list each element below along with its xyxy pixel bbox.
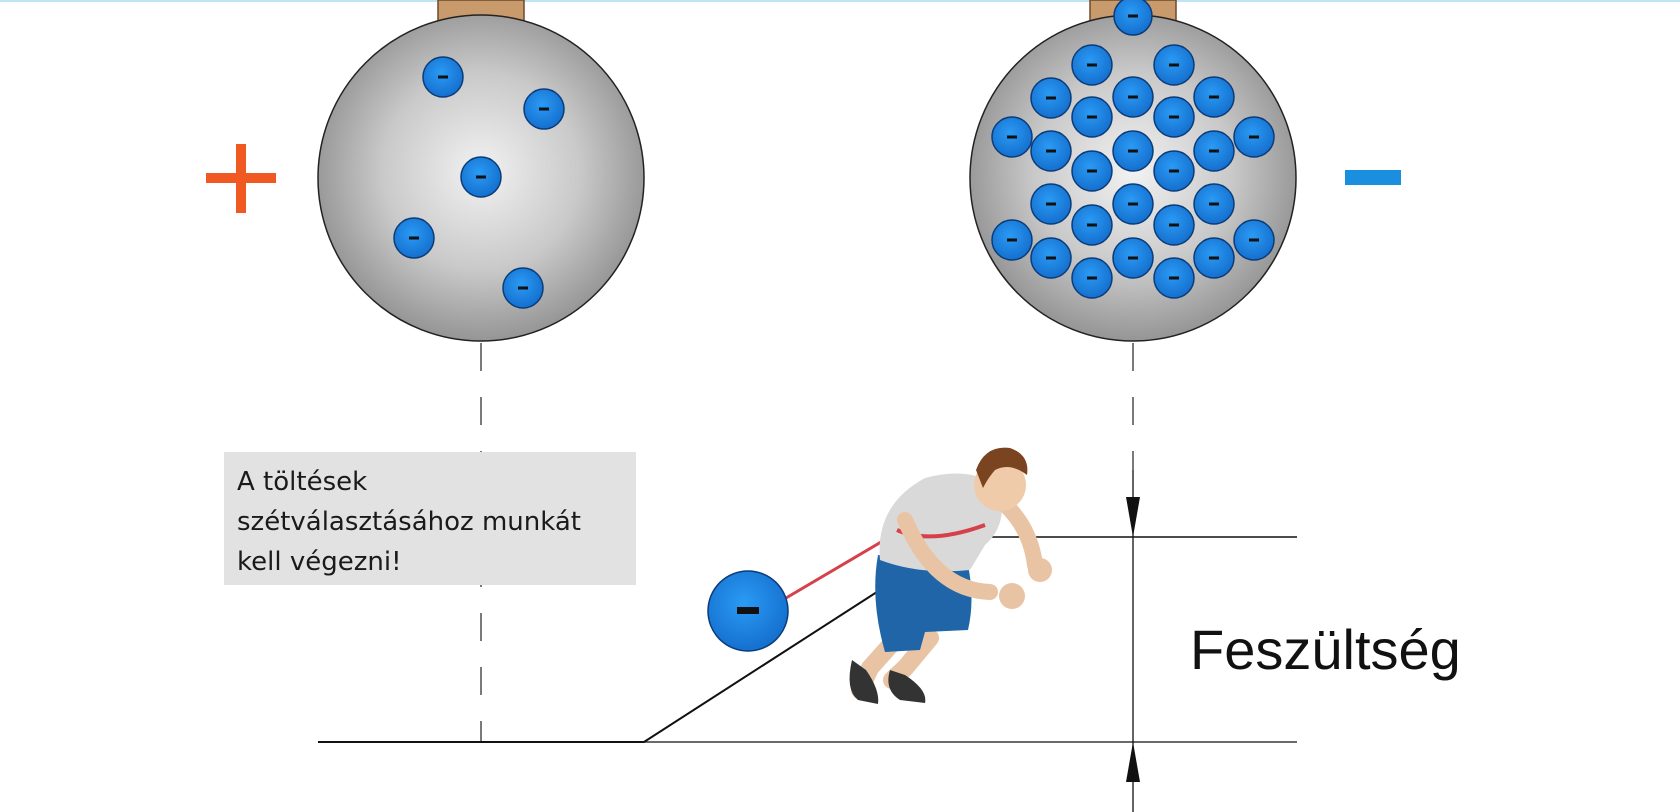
electron [1193, 237, 1235, 279]
note-line-1: A töltések [237, 467, 368, 497]
electron [1071, 96, 1113, 138]
electron [1153, 204, 1195, 246]
electron [1071, 257, 1113, 299]
right-sphere [969, 0, 1297, 342]
arrow-up-icon [1126, 742, 1140, 782]
right-electrons [991, 0, 1275, 299]
electron [1153, 257, 1195, 299]
electron [1153, 44, 1195, 86]
electron [1071, 204, 1113, 246]
voltage-dimension [1126, 470, 1140, 812]
electron [1193, 130, 1235, 172]
electron [1112, 183, 1154, 225]
electron [1153, 150, 1195, 192]
plus-sign [206, 144, 276, 213]
electron [460, 156, 502, 198]
arrow-down-icon [1126, 497, 1140, 537]
electron [1193, 76, 1235, 118]
electron [1030, 130, 1072, 172]
left-electrons [393, 56, 565, 309]
minus-sign [1345, 170, 1401, 185]
electron [1112, 76, 1154, 118]
note-box: A töltések szétválasztásához munkát kell… [224, 452, 636, 585]
right-sphere-body [969, 14, 1297, 342]
electron [1071, 44, 1113, 86]
electron [1193, 183, 1235, 225]
note-line-2: szétválasztásához munkát [237, 507, 581, 537]
electron [1233, 116, 1275, 158]
electron [1153, 96, 1195, 138]
left-sphere [317, 0, 645, 342]
electron [523, 88, 565, 130]
note-line-3: kell végezni! [237, 547, 402, 577]
electron [1030, 237, 1072, 279]
electron [1071, 150, 1113, 192]
electron [393, 217, 435, 259]
electron [991, 219, 1033, 261]
electron [1112, 237, 1154, 279]
dragged-charge [707, 570, 789, 652]
electron [1233, 219, 1275, 261]
electron-top [1113, 0, 1153, 36]
electron [1030, 77, 1072, 119]
electron [502, 267, 544, 309]
electron [1112, 130, 1154, 172]
electron [1030, 183, 1072, 225]
man-pulling-icon [849, 447, 1052, 704]
ground-ramp-line [318, 589, 881, 743]
electron [422, 56, 464, 98]
electron [991, 116, 1033, 158]
rope [785, 530, 899, 600]
voltage-label: Feszültség [1190, 618, 1461, 681]
